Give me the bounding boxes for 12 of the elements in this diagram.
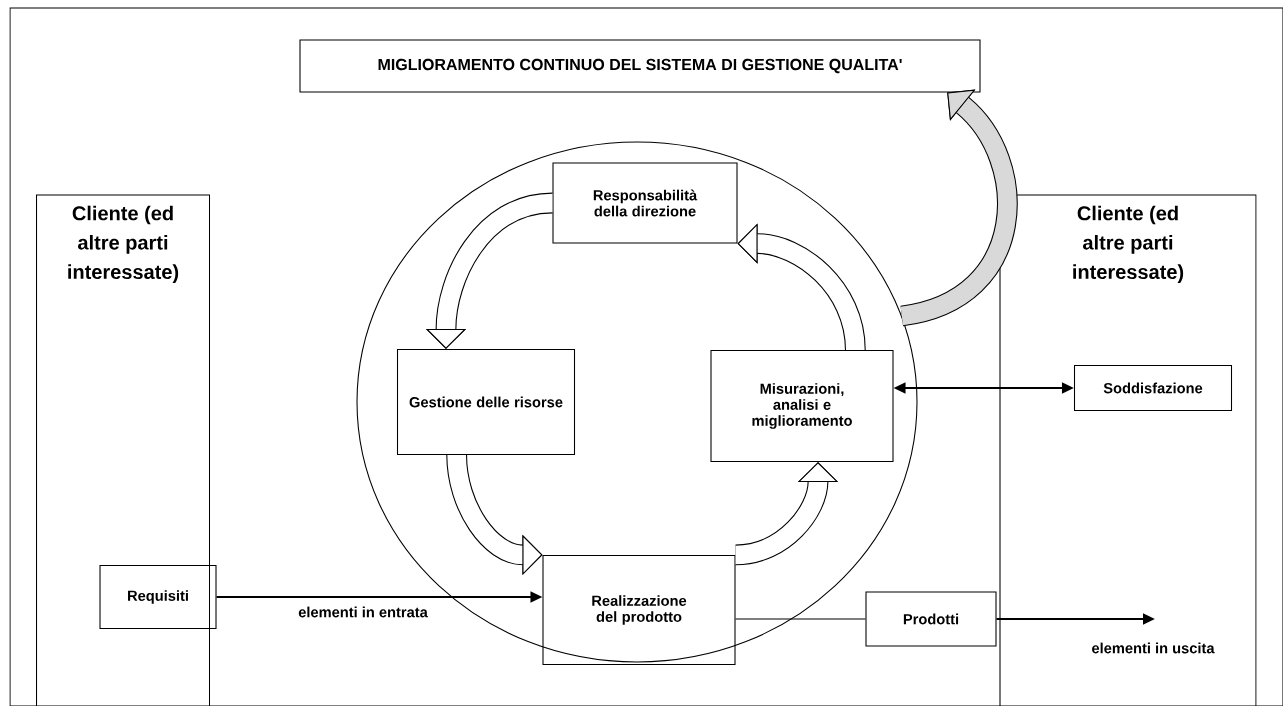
- process-box: Requisiti: [99, 564, 217, 630]
- connector-line: [735, 618, 866, 620]
- process-box: Prodotti: [865, 591, 997, 647]
- process-box: MIGLIORAMENTO CONTINUO DEL SISTEMA DI GESTIONE QUALITA': [299, 39, 981, 93]
- edge-label: elementi in entrata: [296, 605, 430, 619]
- process-box: Responsabilità della direzione: [552, 162, 738, 244]
- process-box: Misurazioni, analisi e miglioramento: [710, 349, 894, 463]
- edge-label: elementi in uscita: [1090, 641, 1216, 655]
- block-arrow: [899, 89, 1018, 327]
- process-box: Gestione delle risorse: [396, 348, 576, 456]
- process-box: Realizzazione del prodotto: [542, 554, 736, 666]
- process-box: Soddisfazione: [1073, 364, 1233, 412]
